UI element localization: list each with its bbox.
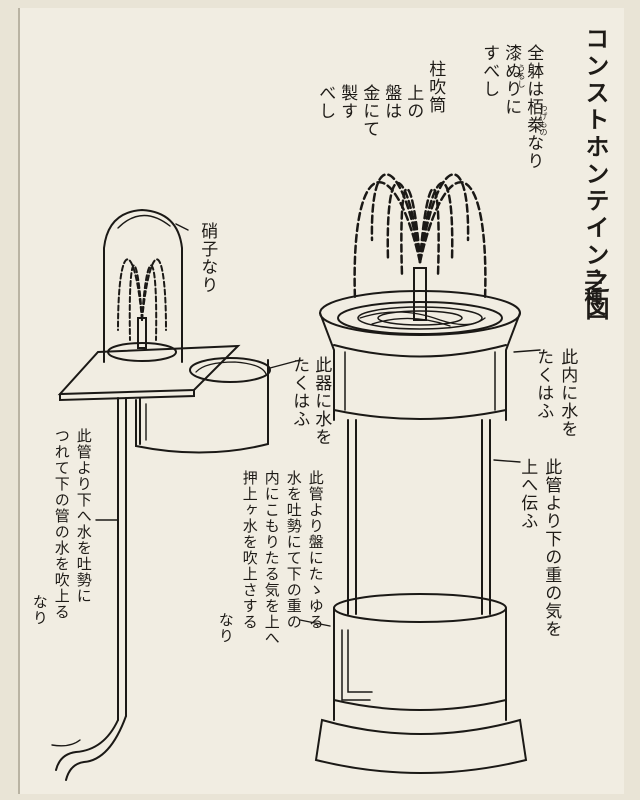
note-pipe-5: 製す bbox=[337, 84, 358, 120]
note-pipe-1: 柱吹筒 bbox=[425, 60, 446, 114]
note-air-1: 此管より下の重の気を bbox=[541, 458, 562, 638]
note-center-1: 此管より盤にたゝゆる bbox=[306, 470, 325, 630]
note-fill-right-2: たくはふ bbox=[533, 348, 554, 420]
page-title: コンストホンテイン之図 bbox=[581, 26, 610, 323]
note-fill-right-1: 此内に水を bbox=[557, 348, 578, 438]
note-center-3: 内にこもりたる気を上へ bbox=[262, 470, 281, 646]
note-pipe-6: べし bbox=[315, 84, 336, 120]
page-subtitle: 二種 bbox=[581, 268, 603, 306]
note-pipe-3: 盤は bbox=[381, 84, 402, 120]
note-glass: 硝子なり bbox=[197, 222, 218, 294]
note-pipe-2: 上の bbox=[403, 84, 424, 120]
note-material-2: 漆ぬりに bbox=[501, 44, 522, 116]
note-pipe-4: 金にて bbox=[359, 84, 380, 138]
note-fill-left-2: たくはふ bbox=[289, 356, 310, 428]
note-material-1: 全躰は栢桊なり bbox=[523, 44, 544, 170]
note-left-1: 此管より下へ水を吐勢に bbox=[74, 428, 93, 604]
note-fill-left-1: 此器に水を bbox=[311, 356, 332, 446]
note-center-4: 押上ヶ水を吹上さする bbox=[240, 470, 259, 630]
ruby-urushi: うるし bbox=[517, 64, 526, 88]
note-center-2: 水を吐勢にて下の重の bbox=[284, 470, 303, 630]
ruby-wagemono: わげもの bbox=[539, 104, 548, 136]
leader-lines bbox=[95, 223, 541, 627]
note-left-2: つれて下の管の水を吹上る bbox=[52, 428, 71, 620]
note-material-3: すべし bbox=[479, 44, 500, 98]
note-air-2: 上へ伝ふ bbox=[517, 458, 538, 530]
note-center-5: なり bbox=[216, 612, 235, 644]
small-fountain bbox=[51, 208, 271, 781]
large-fountain bbox=[314, 173, 528, 774]
note-left-3: なり bbox=[30, 594, 49, 626]
